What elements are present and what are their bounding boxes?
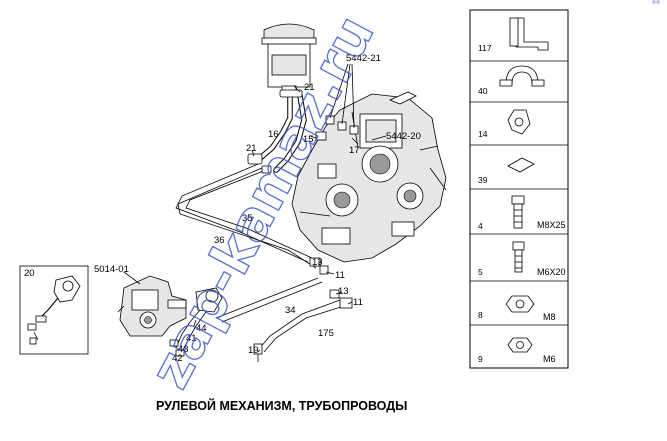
callout-11-a: 11 (335, 270, 345, 281)
part-num-9: 9 (478, 354, 483, 364)
part-5-bolt-icon (512, 241, 525, 273)
callout-20: 20 (24, 268, 35, 279)
pipe-16 (255, 93, 293, 163)
leader-lines (123, 63, 387, 353)
fitting-21-mid (247, 153, 272, 174)
pipe-35-36 (175, 163, 317, 269)
callout-35: 35 (242, 213, 253, 224)
oil-reservoir (261, 23, 317, 94)
fitting-13-11-b (329, 289, 353, 309)
part-39-plate-icon (507, 157, 535, 173)
callout-13-a: 13 (312, 257, 323, 268)
parts-panel: 117 40 14 39 4 M8X25 5 M6X20 8 M8 9 M6 (469, 9, 569, 369)
part-size-9: M6 (543, 354, 556, 364)
callout-175: 175 (318, 328, 334, 339)
part-40-clamp-icon (499, 65, 545, 87)
part-num-5: 5 (478, 267, 483, 277)
callout-5442-20: 5442-20 (386, 131, 421, 142)
callout-5442-21: 5442-21 (346, 53, 381, 64)
callout-13-b: 13 (338, 286, 349, 297)
callout-21-top: 21 (304, 82, 315, 93)
callout-44: 44 (196, 323, 207, 334)
part-num-39: 39 (478, 175, 488, 185)
callout-19: 19 (248, 345, 259, 356)
callout-11-b: 11 (353, 297, 363, 308)
callout-42: 42 (172, 353, 183, 364)
part-num-117: 117 (478, 43, 492, 53)
part-size-5: M6X20 (537, 267, 566, 277)
part-size-4: M8X25 (537, 220, 566, 230)
part-num-8: 8 (478, 310, 483, 320)
callout-34: 34 (285, 305, 296, 316)
part-117-bracket-icon (509, 17, 549, 51)
callout-43: 43 (178, 344, 189, 355)
callout-41: 41 (186, 333, 197, 344)
pipe-175 (257, 299, 345, 353)
part-size-8: M8 (543, 312, 556, 322)
part-8-nut-icon (505, 295, 535, 313)
fittings-5442-21 (315, 115, 359, 141)
part-4-bolt-icon (511, 195, 525, 229)
fitting-19 (253, 343, 263, 362)
callout-15: 15 (303, 134, 314, 145)
part-num-4: 4 (478, 221, 483, 231)
callout-5014-01: 5014-01 (94, 264, 129, 275)
engine-block (291, 91, 447, 263)
fitting-21-top (279, 89, 303, 98)
callout-36: 36 (214, 235, 225, 246)
corner-mark: °° (652, 0, 660, 11)
callout-17: 17 (349, 145, 360, 156)
part-num-14: 14 (478, 129, 488, 139)
callout-21-mid: 21 (246, 143, 257, 154)
steering-gear (117, 275, 187, 337)
part-num-40: 40 (478, 86, 488, 96)
part-14-clip-icon (507, 109, 531, 135)
pipe-15 (273, 93, 307, 173)
part-9-nut-icon (507, 337, 533, 353)
diagram-caption: РУЛЕВОЙ МЕХАНИЗМ, ТРУБОПРОВОДЫ (156, 398, 407, 413)
valve-assembly (169, 287, 223, 357)
inset-20 (19, 265, 89, 355)
callout-16: 16 (268, 129, 279, 140)
pipe-34 (215, 277, 323, 323)
